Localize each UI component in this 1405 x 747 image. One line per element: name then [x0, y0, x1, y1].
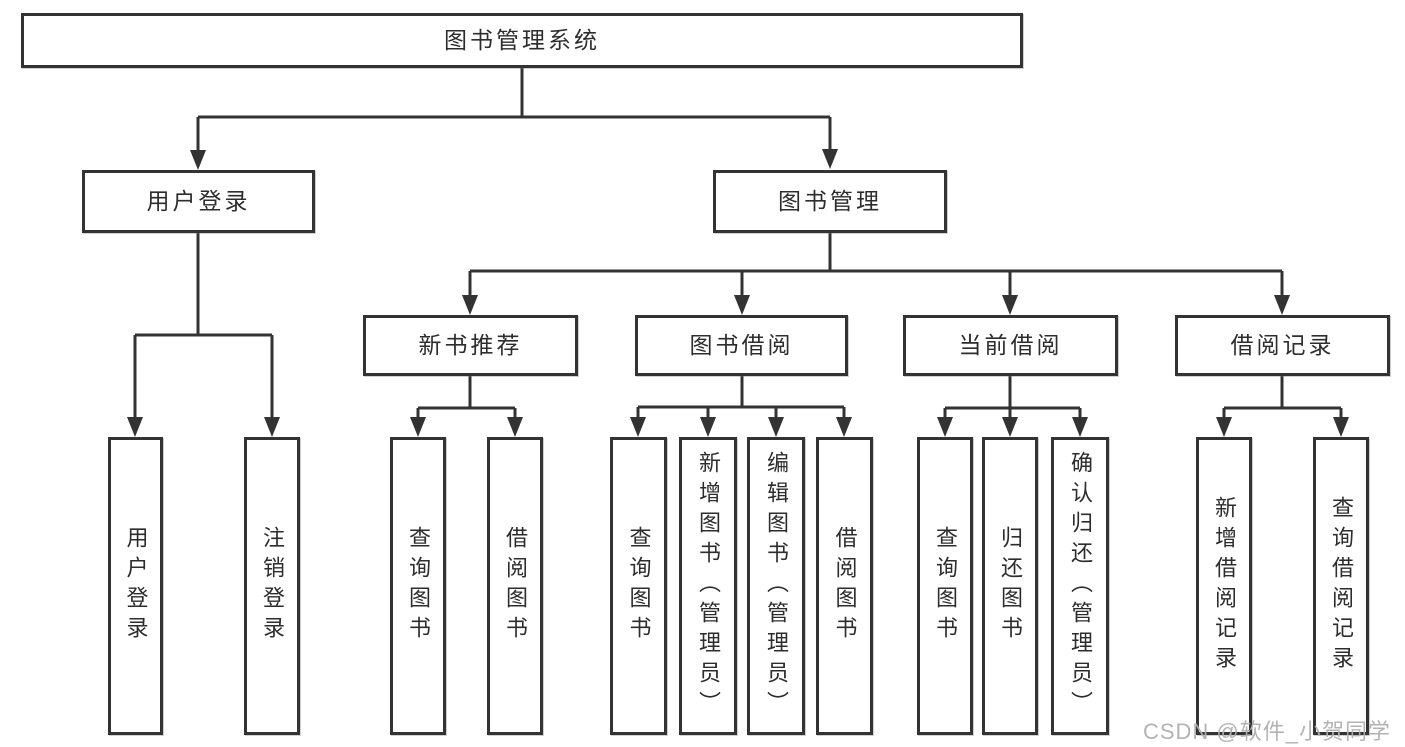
node-current-borrow: 当前借阅: [903, 315, 1118, 376]
leaf-confirm-return-admin: 确认归还（管理员）: [1051, 437, 1109, 735]
node-new-book-recommend: 新书推荐: [363, 315, 578, 376]
leaf-query-borrow-record-label: 查询借阅记录: [1329, 496, 1354, 676]
leaf-add-borrow-record: 新增借阅记录: [1196, 437, 1252, 735]
node-book-borrow: 图书借阅: [635, 315, 848, 376]
node-borrow-records: 借阅记录: [1175, 315, 1390, 376]
node-current-borrow-label: 当前借阅: [958, 332, 1063, 358]
leaf-add-books-admin-label: 新增图书（管理员）: [696, 451, 721, 721]
leaf-edit-books-admin: 编辑图书（管理员）: [747, 437, 805, 735]
node-root-system: 图书管理系统: [21, 13, 1023, 68]
leaf-query-borrow-record: 查询借阅记录: [1313, 437, 1369, 735]
node-root-system-label: 图书管理系统: [444, 27, 600, 53]
node-borrow-records-label: 借阅记录: [1230, 332, 1335, 358]
leaf-return-books-label: 归还图书: [998, 526, 1023, 646]
leaf-recommend-borrow-books: 借阅图书: [487, 437, 543, 735]
leaf-confirm-return-admin-label: 确认归还（管理员）: [1068, 451, 1093, 721]
connector-newbookrec-to-leaves: [416, 376, 517, 421]
leaf-user-login-label: 用户登录: [123, 526, 149, 646]
leaf-borrow-books-label: 借阅图书: [832, 526, 858, 646]
connector-borrowrecords-to-leaves: [1222, 376, 1343, 421]
leaf-current-query-books: 查询图书: [917, 437, 973, 735]
leaf-logout-label: 注销登录: [260, 526, 285, 646]
leaf-add-books-admin: 新增图书（管理员）: [679, 437, 737, 735]
leaf-return-books: 归还图书: [982, 437, 1038, 735]
connector-currentborrow-to-leaves: [943, 376, 1082, 421]
leaf-current-query-books-label: 查询图书: [933, 526, 958, 646]
leaf-recommend-query-books-label: 查询图书: [406, 526, 431, 646]
node-user-login-label: 用户登录: [146, 188, 251, 214]
node-new-book-recommend-label: 新书推荐: [418, 332, 523, 358]
connector-root-to-level2: [196, 68, 832, 152]
leaf-logout: 注销登录: [244, 437, 300, 735]
node-book-management: 图书管理: [713, 170, 947, 233]
leaf-user-login: 用户登录: [108, 437, 163, 735]
leaf-borrow-query-books: 查询图书: [610, 437, 667, 735]
node-book-borrow-label: 图书借阅: [689, 332, 794, 358]
leaf-recommend-borrow-books-label: 借阅图书: [503, 526, 528, 646]
connector-userlogin-to-leaves: [133, 233, 274, 421]
leaf-borrow-query-books-label: 查询图书: [626, 526, 652, 646]
leaf-borrow-books: 借阅图书: [816, 437, 873, 735]
connector-bookmgmt-to-level3: [468, 233, 1284, 298]
leaf-edit-books-admin-label: 编辑图书（管理员）: [764, 451, 789, 721]
node-book-management-label: 图书管理: [778, 188, 882, 214]
csdn-watermark: CSDN @软件_小贺同学: [1142, 719, 1391, 744]
leaf-add-borrow-record-label: 新增借阅记录: [1212, 496, 1237, 676]
node-user-login: 用户登录: [82, 170, 315, 233]
connector-bookborrow-to-leaves: [636, 376, 846, 421]
leaf-recommend-query-books: 查询图书: [390, 437, 446, 735]
